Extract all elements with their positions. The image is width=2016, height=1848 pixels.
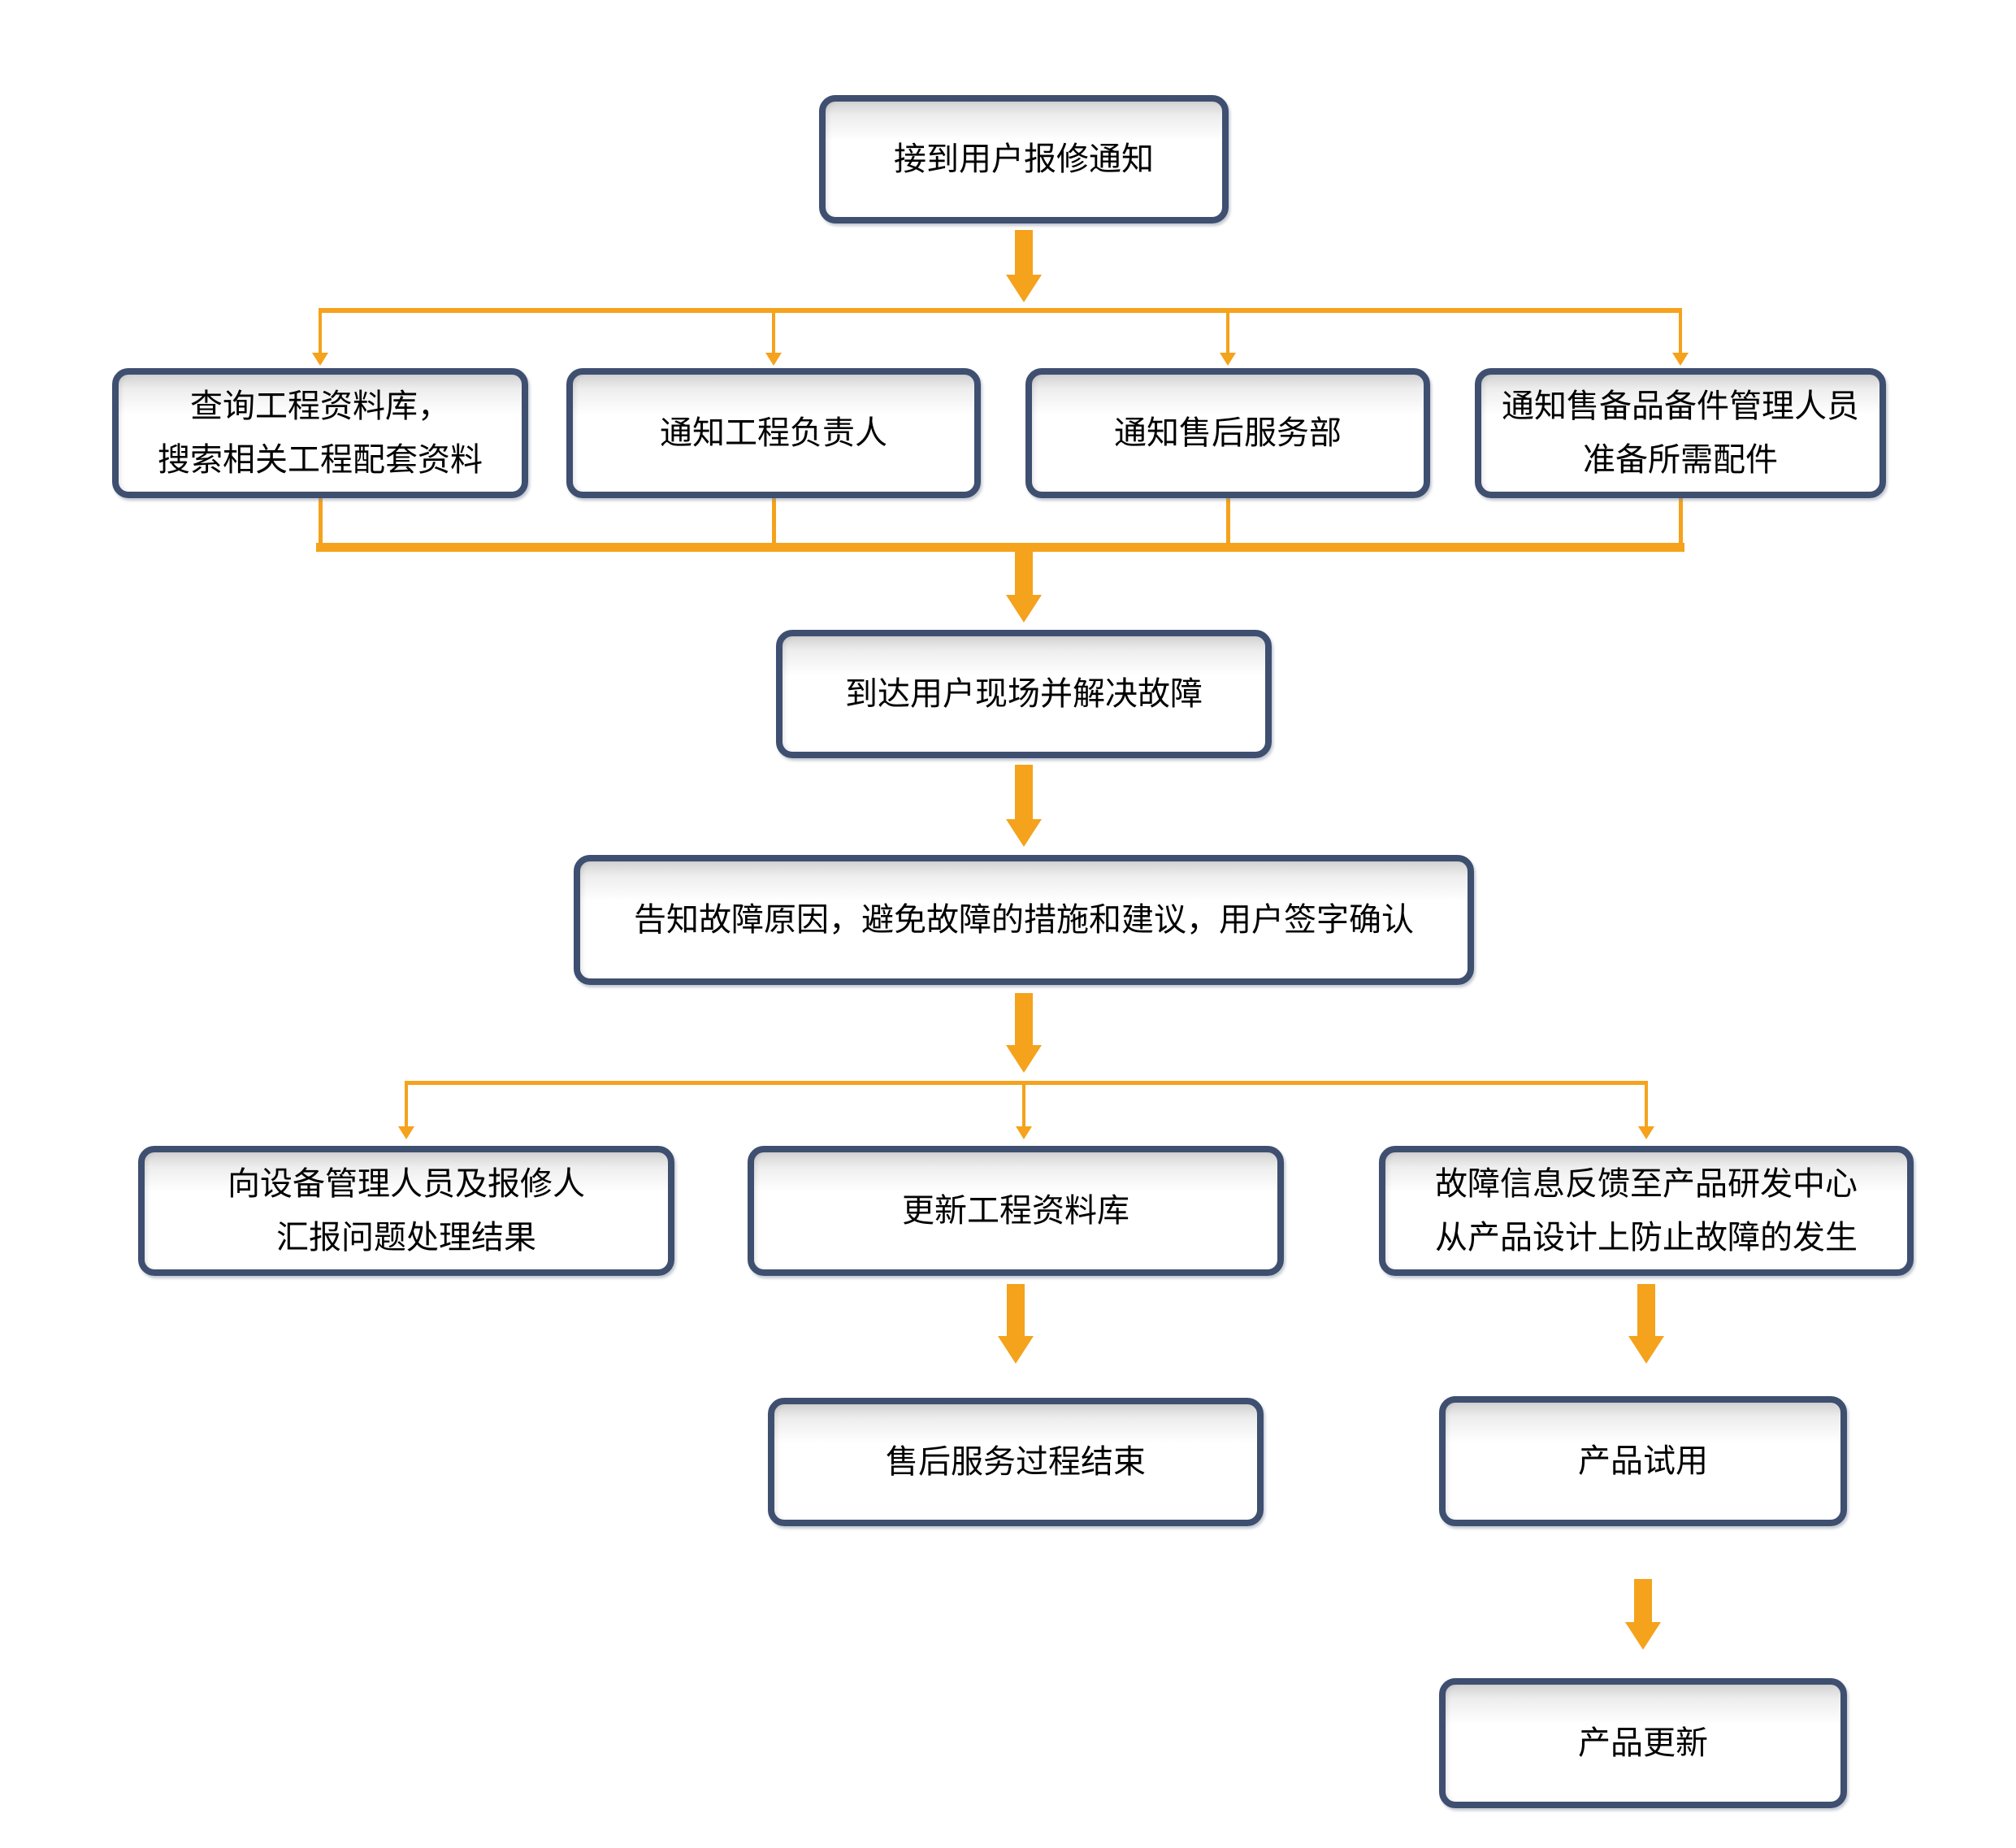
flow-node-product-trial: 产品试用 [1439, 1396, 1847, 1526]
node-label: 查询工程资料库， 搜索相关工程配套资料 [158, 388, 483, 478]
flow-node-receive-repair-notice: 接到用户报修通知 [819, 95, 1229, 223]
flow-node-feedback-to-rd-center: 故障信息反馈至产品研发中心 从产品设计上防止故障的发生 [1379, 1146, 1914, 1276]
flow-node-query-engineering-database: 查询工程资料库， 搜索相关工程配套资料 [112, 368, 528, 498]
arrow-trial-to-update [1625, 1579, 1661, 1650]
node-label: 通知售后服务部 [1114, 415, 1342, 451]
flow-node-notify-aftersales-dept: 通知售后服务部 [1025, 368, 1430, 498]
node-label: 到达用户现场并解决故障 [845, 676, 1203, 712]
arrow-merge-to-arrive [1006, 552, 1042, 623]
arrow-receive-to-branch1 [1006, 230, 1042, 302]
node-label: 接到用户报修通知 [894, 141, 1154, 177]
node-label: 向设备管理人员及报修人 汇报问题处理结果 [228, 1166, 585, 1256]
node-label: 售后服务过程结束 [886, 1444, 1146, 1480]
node-label: 告知故障原因，避免故障的措施和建议，用户签字确认 [634, 902, 1414, 938]
flow-node-inform-cause-user-sign: 告知故障原因，避免故障的措施和建议，用户签字确认 [574, 855, 1474, 985]
flow-node-notify-spareparts-manager: 通知售备品备件管理人员 准备所需配件 [1475, 368, 1886, 498]
node-label: 故障信息反馈至产品研发中心 从产品设计上防止故障的发生 [1435, 1166, 1858, 1256]
node-label: 通知售备品备件管理人员 准备所需配件 [1502, 388, 1859, 478]
node-label: 产品更新 [1578, 1725, 1708, 1761]
flow-node-update-engineering-database: 更新工程资料库 [748, 1146, 1284, 1276]
node-label: 通知工程负责人 [660, 415, 887, 451]
flow-node-product-update: 产品更新 [1439, 1678, 1847, 1808]
branch3-line-and-arrows [398, 1081, 1654, 1139]
flow-node-notify-project-leader: 通知工程负责人 [566, 368, 981, 498]
merge-line-and-stems [316, 498, 1684, 552]
flow-node-arrive-onsite-resolve: 到达用户现场并解决故障 [776, 630, 1272, 758]
arrow-feedback-to-trial [1628, 1284, 1664, 1364]
arrow-inform-to-branch3 [1006, 993, 1042, 1073]
flow-node-report-handling-results: 向设备管理人员及报修人 汇报问题处理结果 [138, 1146, 674, 1276]
node-label: 产品试用 [1578, 1443, 1708, 1479]
arrow-arrive-to-inform [1006, 765, 1042, 847]
branch1-line-and-arrows [312, 308, 1689, 366]
flow-node-aftersales-process-end: 售后服务过程结束 [768, 1398, 1264, 1526]
node-label: 更新工程资料库 [902, 1193, 1129, 1229]
arrow-updatedb-to-end [998, 1284, 1034, 1364]
